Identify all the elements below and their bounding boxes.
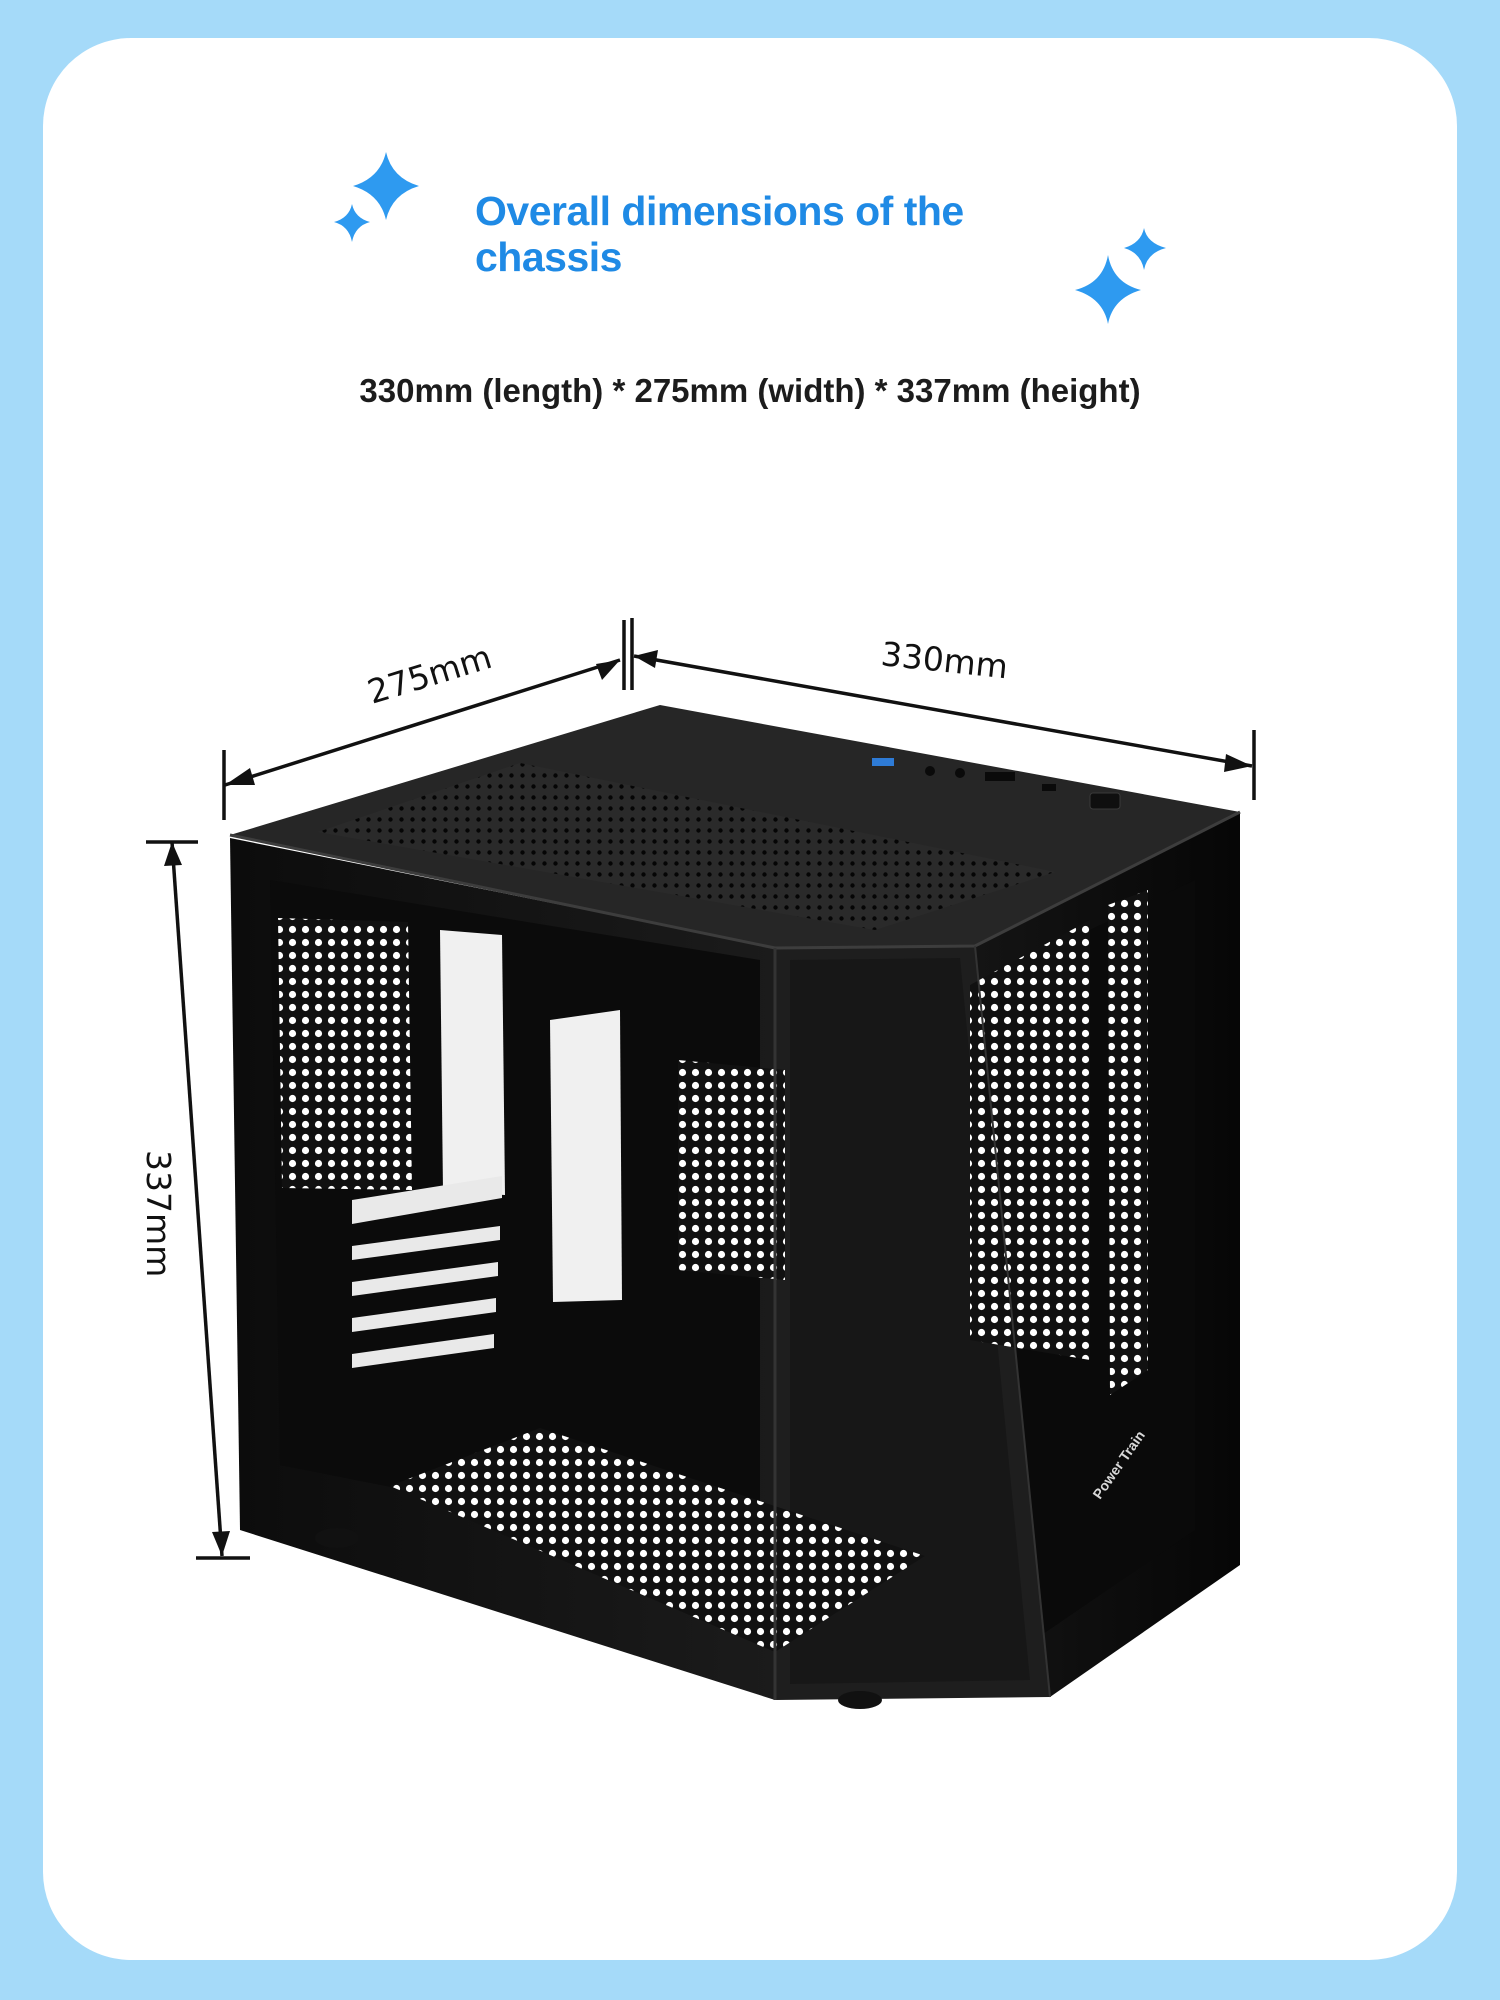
height-label: 337mm [139,1150,178,1277]
chassis-body [229,705,1241,1709]
length-label: 330mm [879,634,1010,686]
io-ports [872,758,1121,810]
width-dimension-line [222,620,626,820]
page-title: Overall dimensions of the chassis [475,188,964,280]
sparkle-icon [1075,228,1166,324]
height-dimension-line [146,840,250,1560]
sparkle-icon [334,152,419,242]
width-label: 275mm [363,637,496,712]
length-dimension-line [630,618,1256,800]
dimensions-summary: 330mm (length) * 275mm (width) * 337mm (… [359,372,1141,409]
